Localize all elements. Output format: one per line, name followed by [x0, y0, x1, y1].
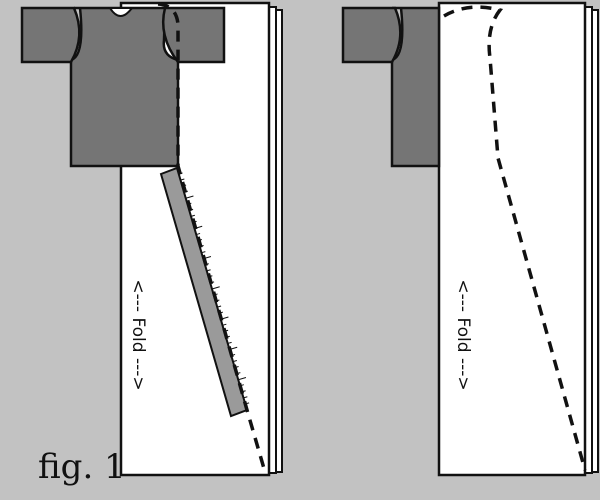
ruler-tick [232, 360, 237, 363]
ruler-tick [180, 178, 185, 181]
paper-sheet [437, 1, 587, 477]
ruler-tick [217, 305, 222, 308]
right-cut-line [443, 5, 587, 471]
ruler-tick [227, 341, 232, 344]
t-shirt-icon [20, 6, 226, 168]
figure-caption: fig. 1 [38, 447, 126, 487]
ruler-tick [190, 214, 195, 217]
ruler-tick [222, 323, 227, 326]
t-shirt-icon [341, 6, 441, 168]
ruler-tick [243, 396, 248, 399]
left-panel: <--- Fold ---> [20, 1, 283, 477]
left-fold-label: <--- Fold ---> [128, 279, 148, 390]
ruler-tick [185, 195, 194, 199]
ruler-tick [211, 286, 220, 290]
right-fold-label: <--- Fold ---> [453, 279, 473, 390]
left-cut-line [157, 2, 267, 473]
ruler-tick [238, 377, 247, 381]
ruler-tick [206, 269, 211, 272]
ruler-tick [196, 232, 201, 236]
right-panel: <--- Fold ---> [341, 1, 599, 477]
ruler-tick [201, 251, 206, 254]
